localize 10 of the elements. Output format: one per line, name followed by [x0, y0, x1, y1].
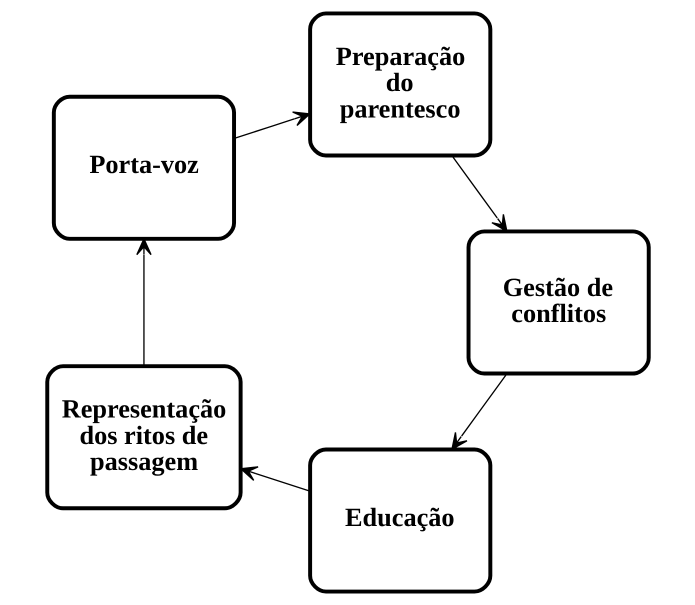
arrow	[450, 374, 507, 450]
arrow	[136, 238, 152, 366]
arrow	[234, 111, 310, 140]
node-box: Representação dos ritos de passagem	[44, 364, 242, 510]
node-box: Preparação do parentesco	[308, 11, 492, 158]
arrow	[240, 466, 310, 492]
node-box: Educação	[308, 448, 492, 594]
arrow	[451, 155, 508, 232]
node-box: Gestão de conflitos	[466, 230, 650, 376]
node-box: Porta-voz	[51, 94, 236, 241]
